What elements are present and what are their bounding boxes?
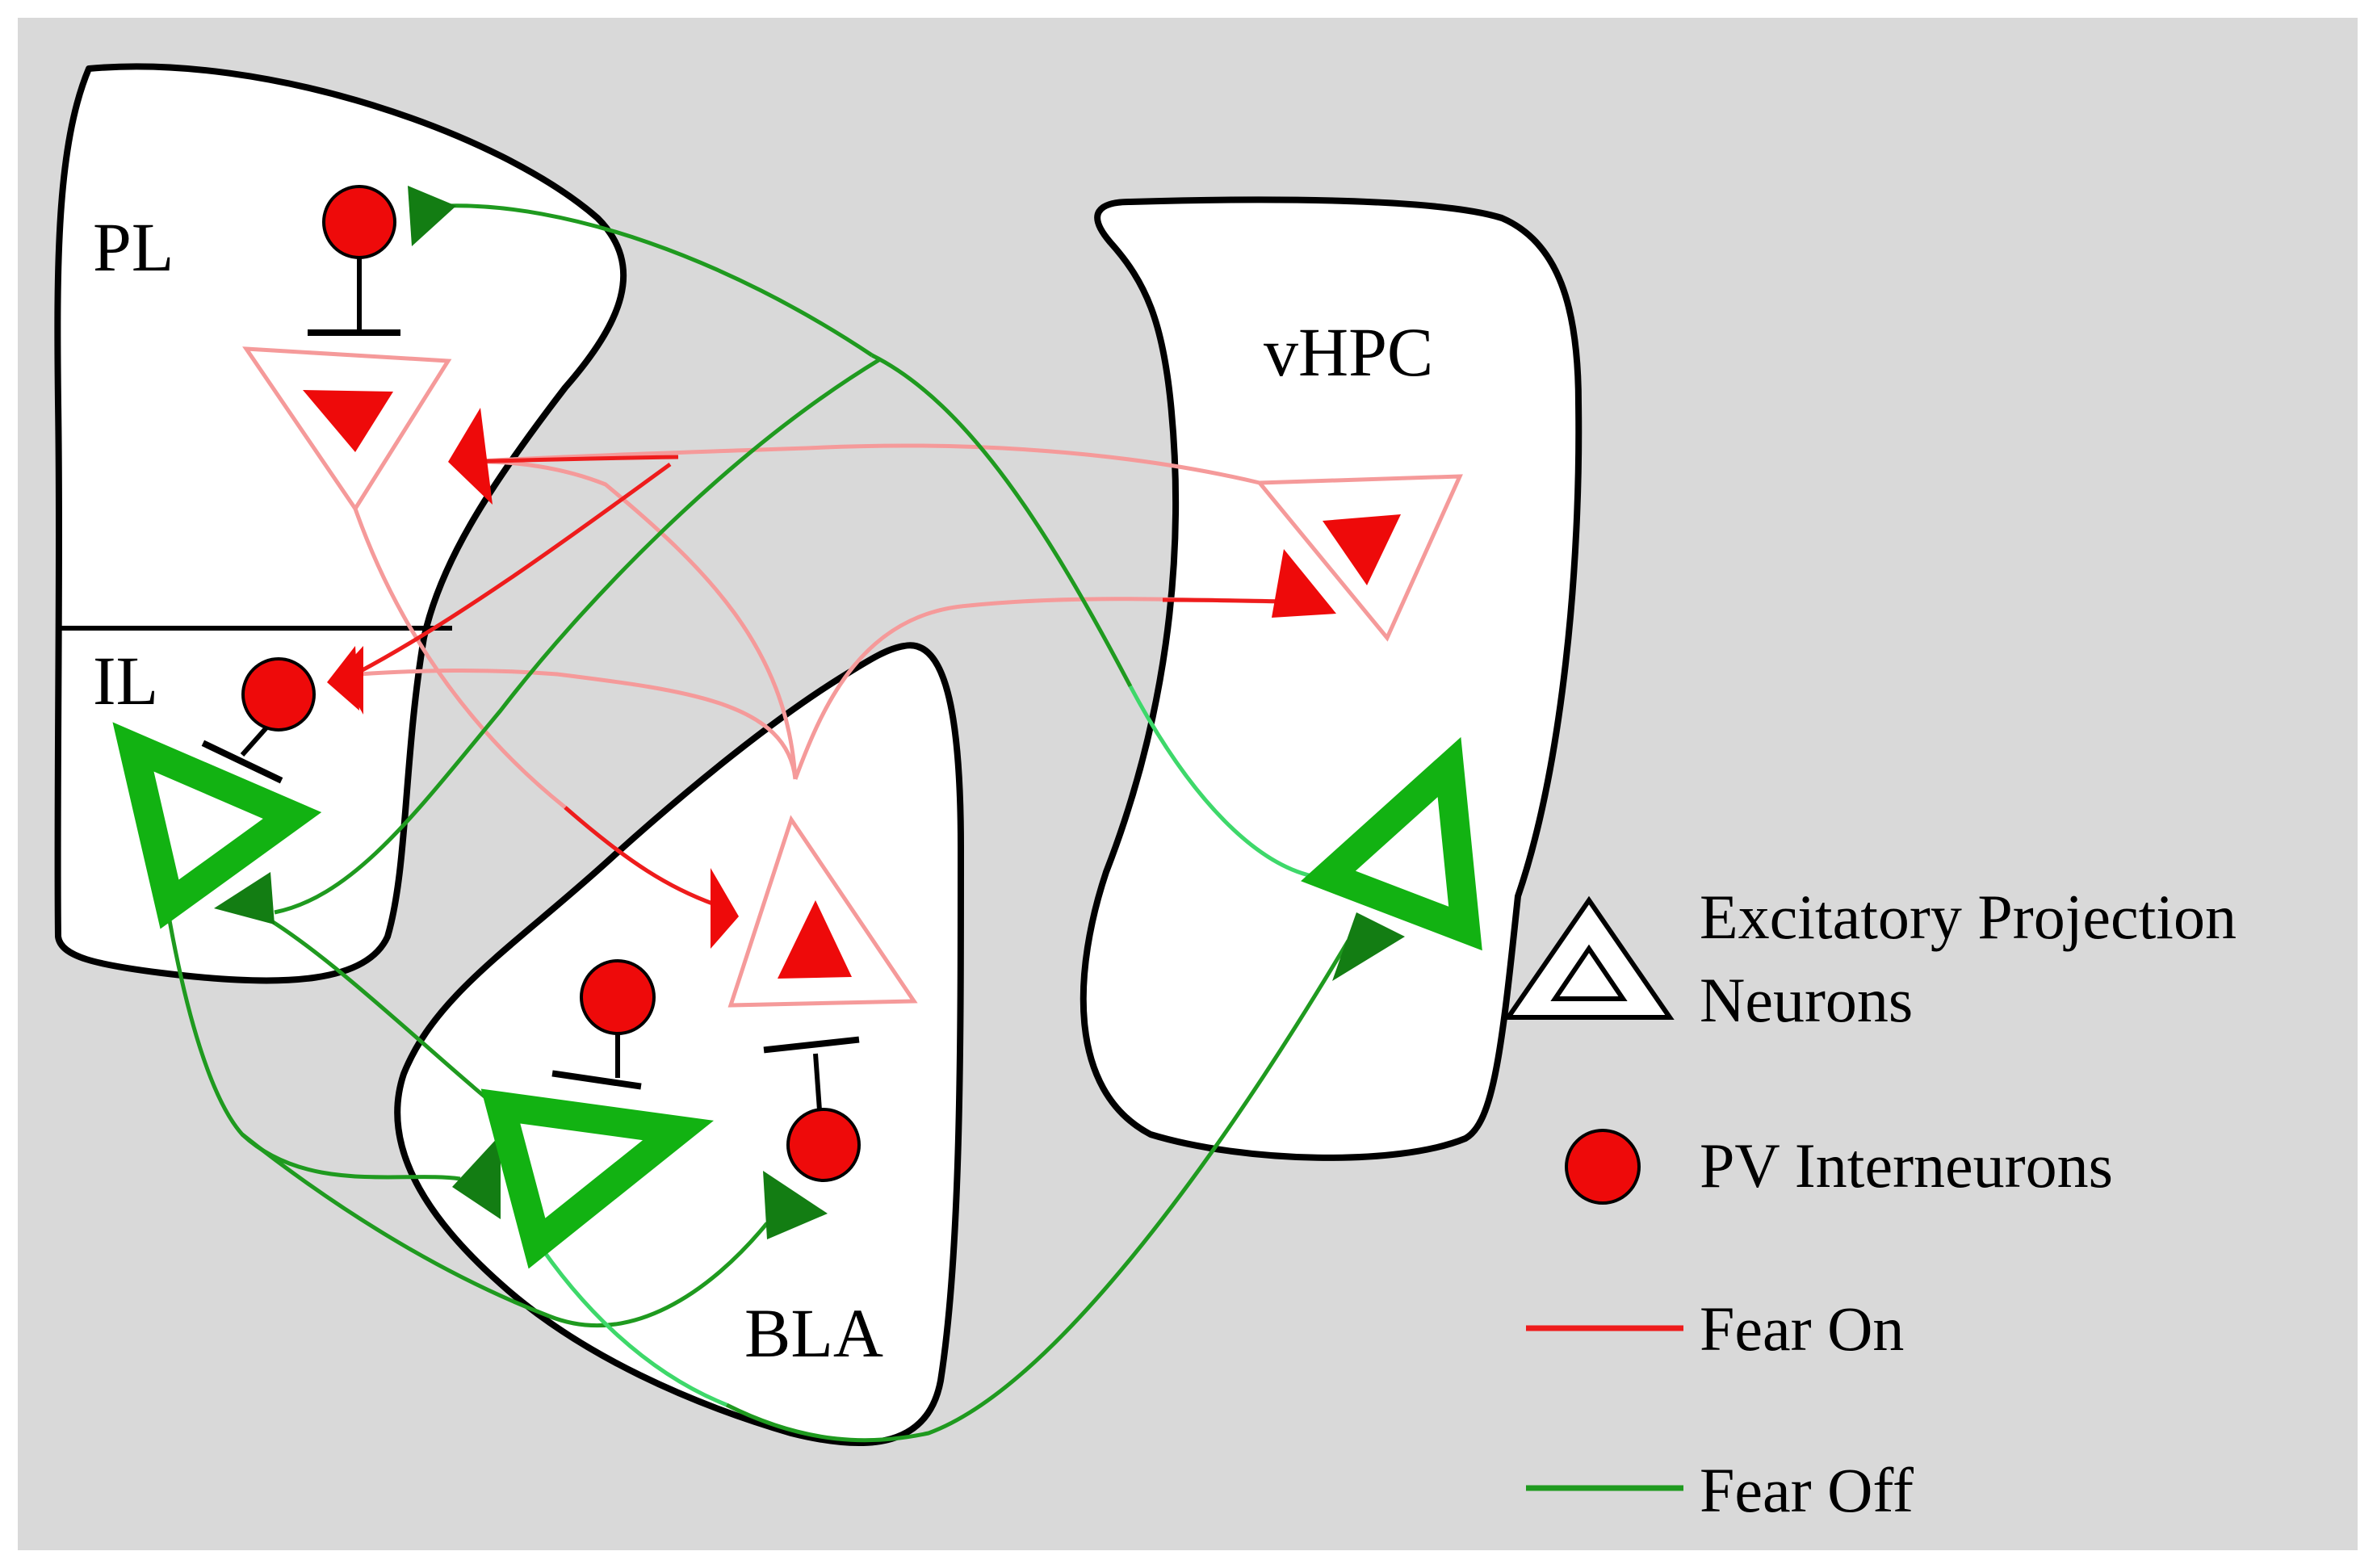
legend-label-projection-neurons-line2: Neurons	[1700, 965, 1913, 1035]
arrowhead-fear-on-vhpc	[1272, 549, 1336, 618]
fear-on-path-bla-to-il	[358, 668, 798, 780]
region-pl-il	[54, 63, 627, 984]
legend-pv-interneuron-icon	[1565, 1129, 1641, 1205]
arrowhead-fear-off-vhpc	[1332, 912, 1405, 981]
pv-interneuron-bla-left	[551, 959, 656, 1090]
neuron-vhpc-fear-off	[1301, 736, 1482, 951]
legend-label-fear-off: Fear Off	[1700, 1455, 1914, 1525]
fear-off-path-il-to-bla-pv	[241, 1133, 769, 1328]
neuron-vhpc-fear-on	[1255, 474, 1463, 642]
neuron-bla-fear-on	[727, 815, 918, 1008]
neuron-il-fear-off	[112, 722, 322, 929]
legend-label-pv-interneurons: PV Interneurons	[1700, 1130, 2113, 1201]
legend-projection-neuron-icon	[1503, 895, 1675, 1020]
region-label-pl: PL	[93, 208, 174, 286]
fear-off-path-il-to-vhpc-light	[1128, 685, 1313, 878]
arrowhead-fear-on-bla	[711, 868, 739, 949]
arrowhead-fear-off-bla-pyr	[452, 1134, 501, 1219]
arrowhead-fear-off-pl-pv	[408, 186, 456, 246]
legend-label-fear-on: Fear On	[1700, 1293, 1904, 1364]
arrowhead-fear-on-il-2	[327, 646, 359, 711]
fear-on-path-pl-to-il	[358, 462, 672, 674]
region-label-vhpc: vHPC	[1264, 313, 1433, 391]
fear-off-path-il-to-vhpc	[870, 353, 1133, 688]
fear-on-path-pl-to-bla-2	[564, 806, 715, 907]
arrowhead-fear-off-bla-pv	[763, 1171, 828, 1239]
neuron-pl-fear-on	[242, 346, 452, 513]
fear-on-path-vhpc-to-pl	[463, 443, 1260, 485]
fear-off-path-bla-to-vhpc	[530, 1234, 727, 1407]
fear-off-path-bla-to-pl-pv	[443, 203, 874, 358]
arrowhead-fear-off-il	[214, 872, 275, 924]
fear-on-path-pl-to-bla	[353, 508, 567, 809]
pv-interneuron-il	[201, 657, 316, 784]
fear-off-path-vhpc-to-il	[274, 357, 882, 915]
neuron-bla-fear-off	[480, 1088, 715, 1269]
arrowhead-fear-on-pl	[448, 408, 493, 505]
fear-on-path-bla-to-pl	[463, 459, 798, 780]
fear-off-path-bla-to-vhpc-dark	[725, 939, 1351, 1443]
legend-label-projection-neurons-line1: Excitatory Projection	[1700, 882, 2237, 952]
pv-interneuron-bla-right	[763, 1036, 861, 1182]
region-label-bla: BLA	[744, 1294, 883, 1372]
legend: Excitatory Projection Neurons PV Interne…	[1503, 882, 2237, 1525]
pv-interneuron-pl	[308, 185, 400, 336]
region-label-il: IL	[93, 642, 158, 719]
